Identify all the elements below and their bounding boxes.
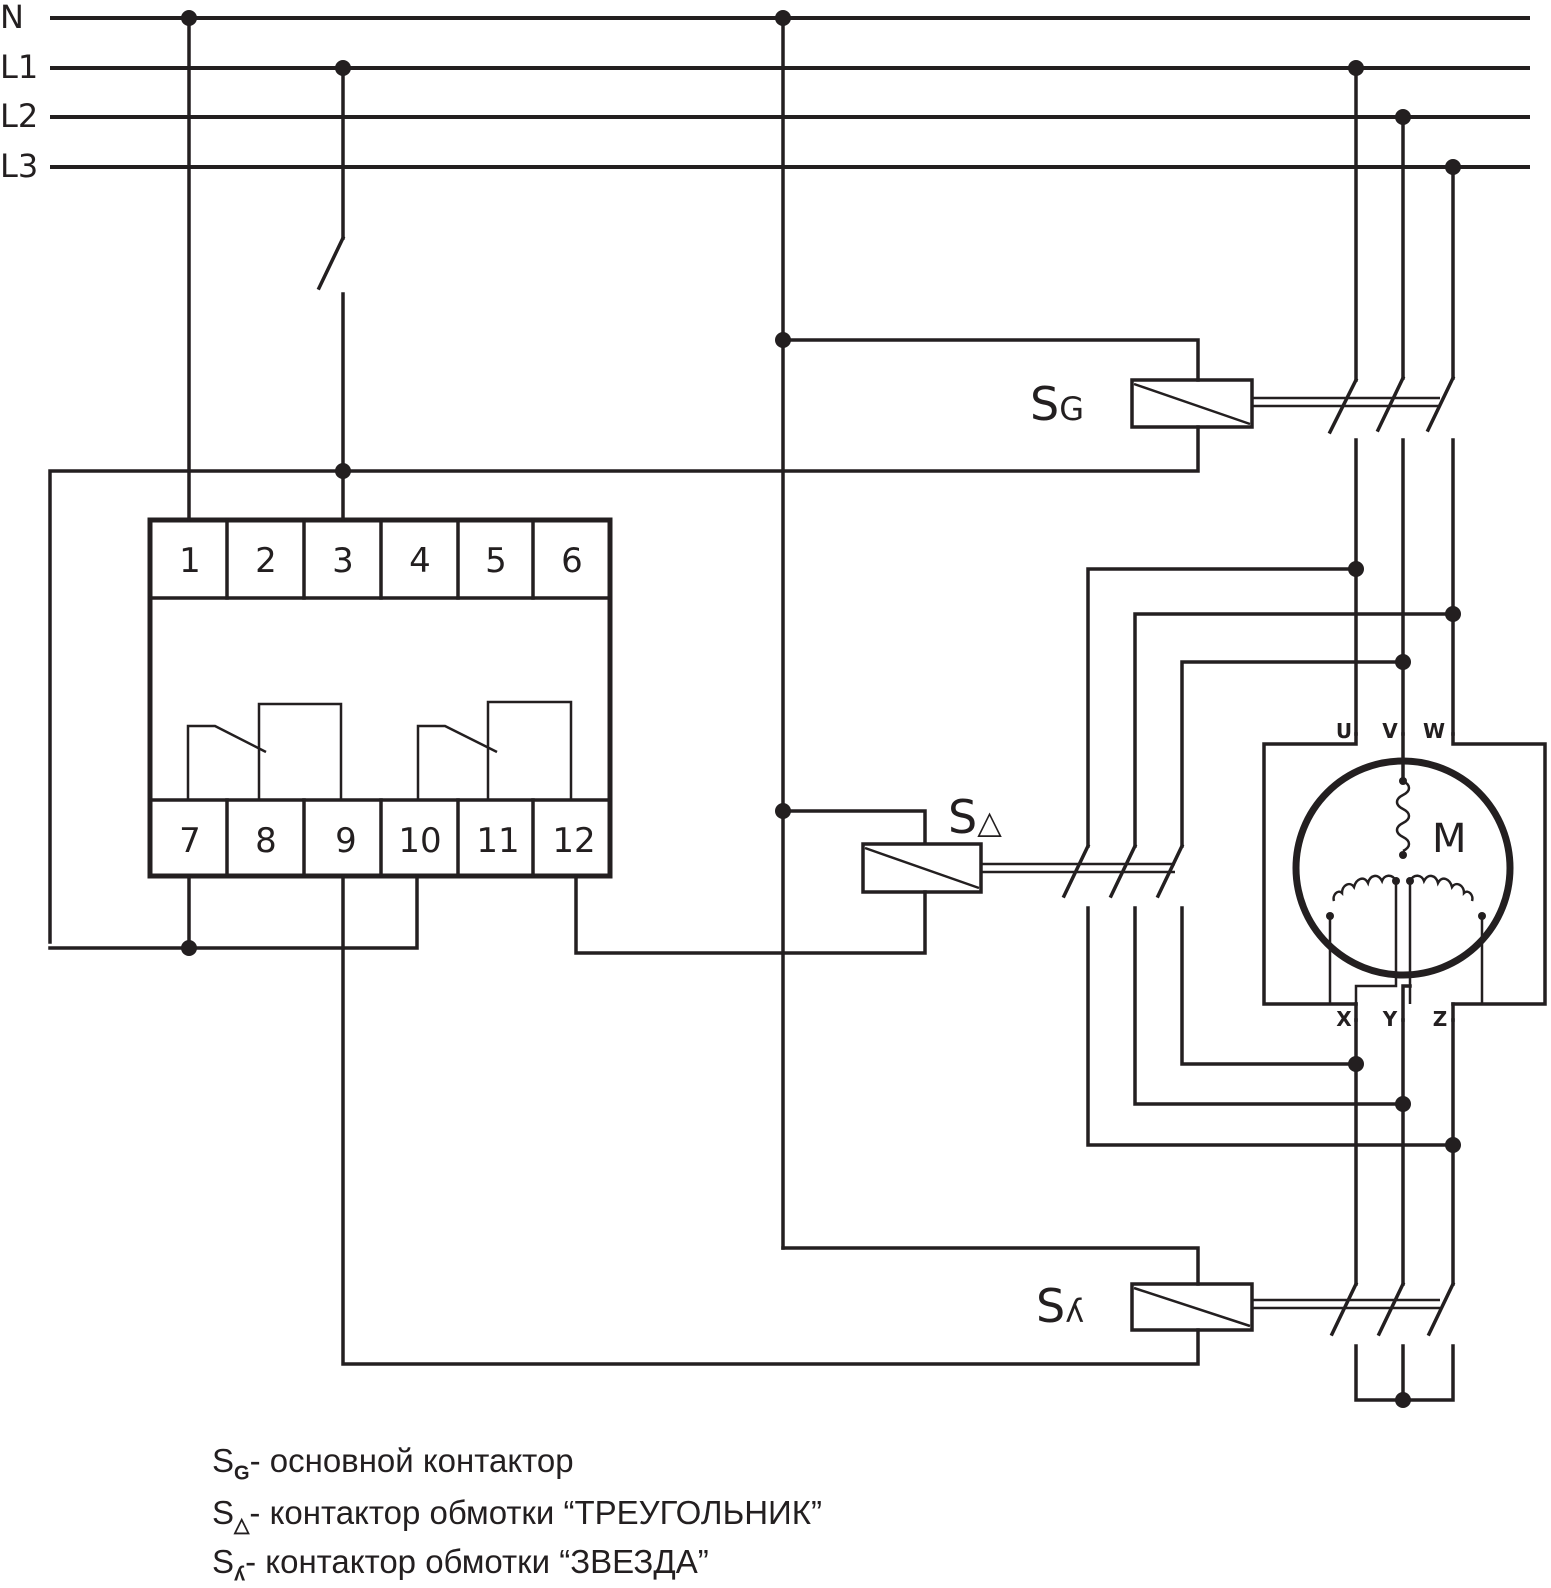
motor-terminal-box-top — [1262, 732, 1358, 1006]
relay-terminal-10: 10 — [398, 821, 441, 861]
relay-terminal-3: 3 — [332, 541, 354, 581]
relay-terminal-11: 11 — [476, 821, 519, 861]
motor-terminal-z: Z — [1433, 1007, 1448, 1031]
legend-star-contactor: Sʎ- контактор обмотки “ЗВЕЗДА” — [212, 1543, 709, 1587]
contactor-main: SG — [1030, 66, 1456, 736]
bus-label-l1: L1 — [0, 48, 38, 86]
relay-terminal-4: 4 — [409, 541, 431, 581]
coil-main — [1130, 378, 1254, 429]
relay-terminal-8: 8 — [255, 821, 277, 861]
legend-symbol: S — [212, 1494, 235, 1531]
legend-text: - основной контактор — [249, 1442, 574, 1479]
coil-main-label: SG — [1030, 377, 1084, 431]
contactor-star: Sʎ — [1036, 1018, 1456, 1402]
motor: U V W M X Y Z — [1262, 719, 1547, 1031]
legend-main-contactor: SG- основной контактор — [212, 1442, 574, 1486]
bus-label-n: N — [0, 0, 24, 36]
motor-terminal-u: U — [1336, 719, 1352, 743]
bus-label-l3: L3 — [0, 147, 38, 185]
junction-dots — [181, 10, 1461, 1408]
coil-delta-label: S△ — [948, 790, 1002, 844]
motor-terminal-v: V — [1382, 719, 1398, 743]
relay-contact-1 — [186, 702, 343, 800]
coil-star-label: Sʎ — [1036, 1279, 1084, 1333]
motor-label: M — [1432, 816, 1467, 862]
legend-symbol-sub: △ — [234, 1514, 250, 1537]
legend-delta-contactor: S△- контактор обмотки “ТРЕУГОЛЬНИК” — [212, 1494, 822, 1538]
control-wiring — [48, 16, 1200, 1366]
motor-terminal-x: X — [1336, 1007, 1352, 1031]
supply-buses: N L1 L2 L3 — [0, 0, 1530, 185]
motor-housing — [1292, 757, 1514, 979]
relay-terminal-6: 6 — [561, 541, 583, 581]
time-relay-module: 1 2 3 4 5 6 7 8 9 10 11 12 — [147, 517, 613, 879]
contactor-delta: S△ — [861, 567, 1455, 1147]
legend-symbol: S — [212, 1442, 235, 1479]
relay-terminal-2: 2 — [255, 541, 277, 581]
legend-text: - контактор обмотки “ЗВЕЗДА” — [245, 1543, 709, 1580]
bus-label-l2: L2 — [0, 97, 38, 135]
legend-text: - контактор обмотки “ТРЕУГОЛЬНИК” — [249, 1494, 822, 1531]
relay-terminal-9: 9 — [335, 821, 357, 861]
relay-terminal-12: 12 — [552, 821, 595, 861]
legend-symbol-sub: ʎ — [234, 1563, 246, 1586]
coil-delta — [861, 842, 983, 894]
motor-terminal-y: Y — [1382, 1007, 1398, 1031]
control-switch — [316, 235, 346, 291]
relay-terminal-1: 1 — [179, 541, 201, 581]
relay-contact-2 — [416, 700, 573, 800]
legend-symbol-sub: G — [234, 1462, 250, 1485]
legend-symbol: S — [212, 1543, 235, 1580]
relay-terminal-7: 7 — [179, 821, 201, 861]
motor-terminal-w: W — [1423, 719, 1445, 743]
relay-terminal-5: 5 — [485, 541, 507, 581]
